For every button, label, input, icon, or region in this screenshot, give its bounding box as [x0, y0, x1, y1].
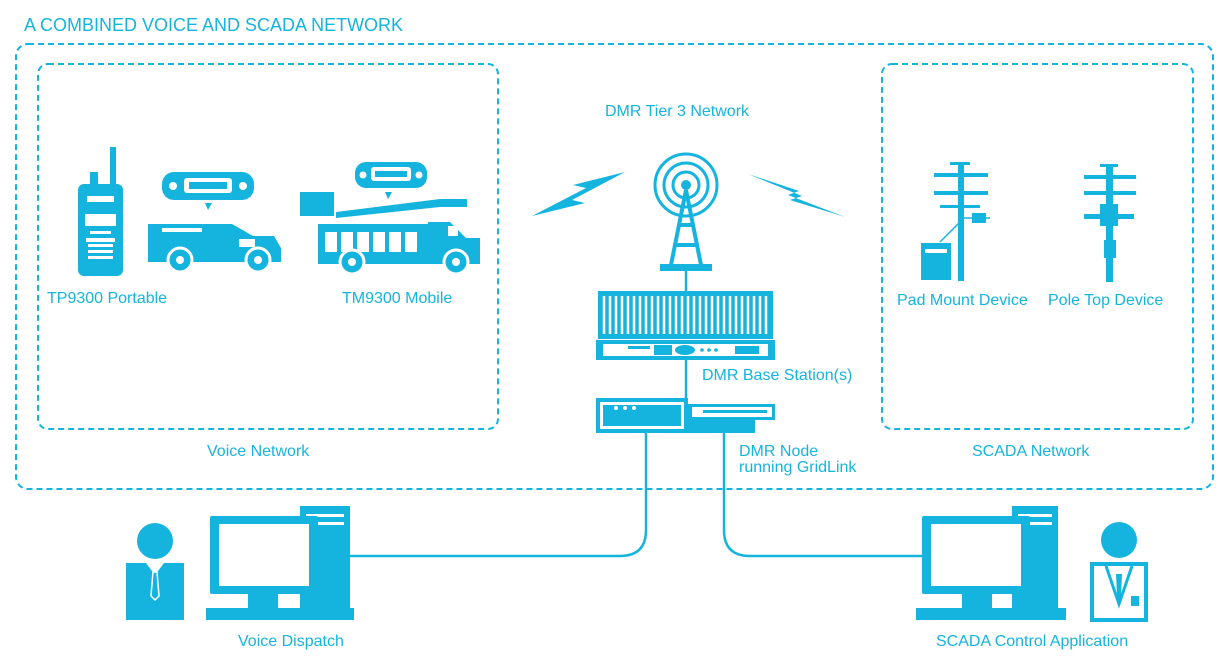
scada-network-label: SCADA Network — [972, 443, 1090, 460]
node-to-scada-control-line — [722, 433, 922, 558]
pole-top-icon — [1084, 164, 1136, 282]
voice-network-boundary — [37, 63, 499, 430]
node-to-voice-dispatch-line — [350, 433, 648, 558]
portable-label: TP9300 Portable — [47, 290, 168, 307]
base-station-icon — [596, 291, 775, 360]
diagram-title: A COMBINED VOICE AND SCADA NETWORK — [24, 15, 404, 35]
lightning-bolt-icon — [532, 172, 625, 216]
portable-radio-icon — [78, 147, 123, 276]
base-station-label: DMR Base Station(s) — [702, 367, 853, 384]
dmr-node-icon — [596, 398, 775, 433]
voice-network-label: Voice Network — [207, 443, 310, 460]
voice-dispatch-label: Voice Dispatch — [238, 633, 344, 650]
dmr-node-label: DMR Node — [739, 443, 819, 460]
dispatcher-person-icon — [126, 523, 184, 620]
radio-tower-icon — [653, 152, 719, 271]
bucket-truck-icon — [300, 192, 480, 276]
desktop-computer-icon — [916, 506, 1066, 620]
dmr-node-sublabel: running GridLink — [739, 459, 857, 476]
scada-control-label: SCADA Control Application — [936, 633, 1129, 650]
desktop-computer-icon — [206, 506, 354, 620]
mobile-label: TM9300 Mobile — [342, 290, 453, 307]
engineer-person-icon — [1090, 522, 1148, 622]
pad-mount-icon — [921, 162, 990, 281]
combined-network-boundary — [15, 43, 1214, 490]
mobile-radio-icon — [355, 162, 427, 199]
pole-top-label: Pole Top Device — [1048, 292, 1164, 309]
pickup-truck-icon — [148, 224, 281, 274]
lightning-bolt-icon — [748, 174, 845, 217]
mobile-radio-icon — [162, 172, 254, 210]
dmr-network-label: DMR Tier 3 Network — [605, 103, 750, 120]
scada-network-boundary — [881, 63, 1194, 430]
pad-mount-label: Pad Mount Device — [897, 292, 1028, 309]
